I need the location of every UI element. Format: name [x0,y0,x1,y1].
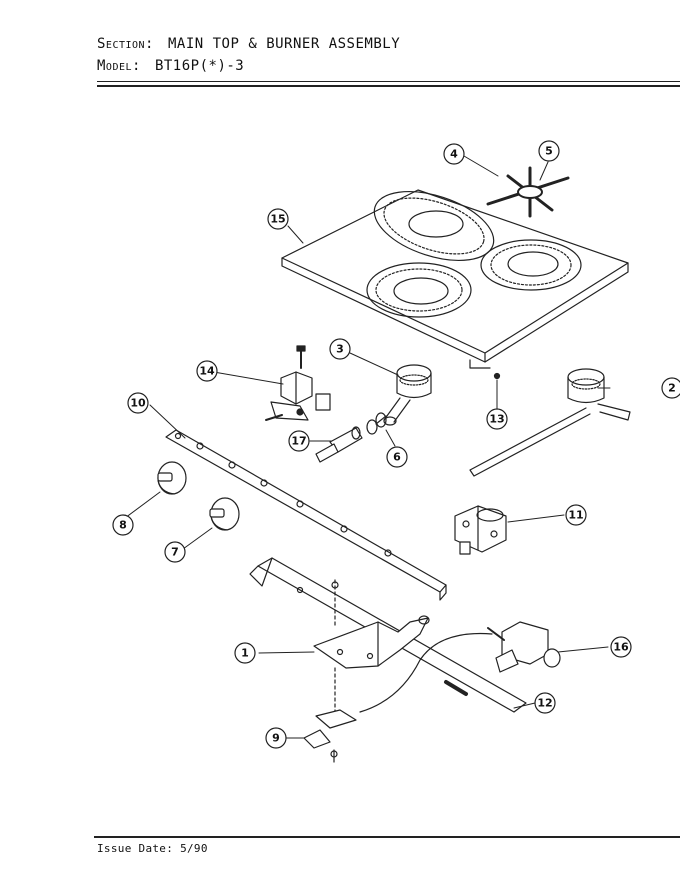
burner-head-3 [383,364,432,426]
callout-label-1: 1 [241,647,249,660]
gas-valve-16 [359,621,561,713]
model-label: Model: [97,58,141,74]
callout-label-14: 14 [199,365,215,378]
callout-label-7: 7 [171,546,179,559]
callout-12 [534,692,556,714]
model-line: Model: BT16P(*)-3 [97,55,400,77]
main-top-panel [281,189,629,369]
burner-grate [486,166,570,218]
callout-label-16: 16 [613,641,629,654]
valve-assembly-14 [265,345,331,421]
callout-2 [661,377,680,399]
callout-label-4: 4 [450,148,458,161]
callout-6 [386,446,408,468]
callout-label-17: 17 [291,435,306,448]
callout-3 [329,338,351,360]
callout-17 [288,430,310,452]
control-knob-7 [209,497,240,531]
callout-label-8: 8 [119,519,127,532]
callout-7 [164,541,186,563]
header: Section: MAIN TOP & BURNER ASSEMBLY Model… [97,33,400,77]
section-line: Section: MAIN TOP & BURNER ASSEMBLY [97,33,400,55]
callout-9 [265,727,287,749]
callout-label-10: 10 [130,397,146,410]
burner-head-2 [469,368,631,477]
burner-bracket-1 [313,579,430,713]
ignitor-clip-9 [303,709,357,763]
callout-numbers: 1 2 3 4 5 6 7 8 9 10 11 12 13 14 15 16 1… [119,145,676,745]
control-bracket-10 [165,429,447,601]
callout-circles [112,140,680,749]
callout-16 [610,636,632,658]
callout-15 [267,208,289,230]
callout-label-13: 13 [489,413,504,426]
callout-11 [565,504,587,526]
section-label: Section: [97,36,154,52]
callout-10 [127,392,149,414]
callout-label-15: 15 [270,213,285,226]
leader-lines [124,155,611,739]
header-rule-thin [97,81,680,82]
callout-label-9: 9 [272,732,280,745]
callout-13 [486,408,508,430]
callout-label-3: 3 [336,343,344,356]
callout-label-6: 6 [393,451,401,464]
model-number: BT16P(*)-3 [154,58,245,74]
screw-13 [493,372,501,380]
callout-label-11: 11 [568,509,583,522]
control-knob-8 [157,461,187,495]
callout-label-5: 5 [545,145,553,158]
pressure-regulator-11 [454,505,507,555]
section-title: MAIN TOP & BURNER ASSEMBLY [167,36,401,52]
issue-date: Issue Date: 5/90 [97,842,208,855]
footer-rule [94,836,680,838]
callout-label-2: 2 [668,382,676,395]
callout-5 [538,140,560,162]
callout-14 [196,360,218,382]
orifice-fitting-17 [315,426,363,463]
callout-1 [234,642,256,664]
callout-label-12: 12 [537,697,552,710]
callout-8 [112,514,134,536]
callout-4 [443,143,465,165]
fitting-6 [366,412,387,435]
header-rule-thick [97,85,680,87]
